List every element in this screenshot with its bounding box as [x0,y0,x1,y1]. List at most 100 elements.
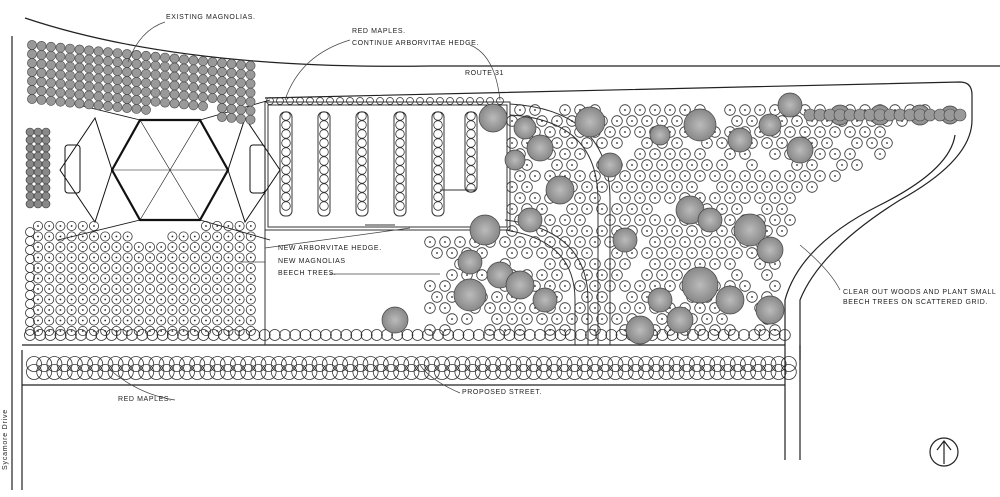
beech-tree [806,181,818,193]
north-arrow-icon [929,437,959,467]
tree-trunk-dot [624,263,626,265]
tree-trunk-dot [789,131,791,133]
hedge-shrub [41,127,51,137]
tree-trunk-dot [481,252,483,254]
arborvitae [433,201,443,211]
beech-tree [656,225,668,237]
beech-tree [589,236,601,248]
red-maple [383,364,399,380]
tree-trunk-dot [526,318,528,320]
beech-tree [446,313,458,325]
tree-trunk-dot [227,246,230,248]
existing-magnolia [160,70,170,81]
red-maple [627,356,644,372]
tree-trunk-dot [126,288,129,290]
beech-tree [746,181,758,193]
existing-magnolia [150,96,161,107]
tree-trunk-dot [826,142,828,144]
existing-magnolia [217,85,227,95]
beech-tree [814,170,826,182]
new-magnolia [234,273,245,284]
tree-trunk-dot [781,230,783,232]
new-magnolia [77,315,88,326]
existing-magnolia [169,71,180,82]
tree-trunk-dot [126,256,129,259]
tree-trunk-dot [249,309,252,311]
red-maple [168,356,185,372]
red-maple [36,364,53,380]
beech-tree [844,126,856,138]
tree-trunk-dot [182,330,185,332]
existing-magnolia [245,69,256,80]
red-maple [36,356,53,372]
beech-tree [536,247,548,259]
tree-trunk-dot [70,298,73,301]
red-maple [77,356,93,372]
beech-tree [716,247,728,259]
red-maple [452,329,465,341]
tree-trunk-dot [556,164,558,166]
tree-trunk-dot [48,288,51,290]
tree-trunk-dot [205,288,207,290]
beech-tree [694,236,706,248]
tree-trunk-dot [556,252,558,254]
beech-tree [649,214,661,226]
beech-tree [536,203,548,215]
new-magnolia [89,241,100,252]
beech-tree [634,126,646,138]
tree-trunk-dot [216,298,219,301]
tree-trunk-dot [729,329,731,331]
arborvitae [433,138,443,148]
beech-tree [499,302,511,314]
beech-tree [634,148,646,160]
hedge-shrub [25,127,35,137]
tree-trunk-dot [451,318,453,320]
beech-tree [641,159,653,171]
arborvitae [281,192,291,202]
existing-magnolia [141,104,151,115]
red-maple [360,329,373,341]
large-existing-tree [777,92,803,118]
existing-magnolia [226,86,237,96]
existing-magnolia [169,98,180,109]
new-magnolia [178,273,189,284]
hedge-shrub [25,199,35,209]
beech-tree [491,313,503,325]
tree-trunk-dot [216,225,219,227]
beech-tree [589,170,601,182]
red-maple [523,329,536,341]
beech-tree [739,170,751,182]
beech-tree [761,181,773,193]
arborvitae [281,165,291,175]
existing-magnolia [122,76,132,86]
beech-tree [611,137,623,149]
tree-trunk-dot [849,131,851,133]
beech-tree [446,247,458,259]
beech-tree [671,269,683,281]
existing-magnolia [131,86,142,96]
red-maple [953,108,967,122]
beech-tree [716,313,728,325]
tree-trunk-dot [721,252,723,254]
existing-magnolia [150,69,161,80]
new-magnolia [156,262,167,273]
tree-trunk-dot [193,267,196,269]
tree-trunk-dot [811,164,813,166]
tree-trunk-dot [205,246,207,248]
new-magnolia [245,220,256,231]
beech-tree [701,313,713,325]
new-magnolia [234,241,245,252]
tree-trunk-dot [511,208,513,210]
existing-magnolia [141,77,151,88]
new-magnolia [156,283,167,294]
tree-trunk-dot [624,285,626,287]
beech-tree [544,324,556,336]
tree-trunk-dot [586,208,588,210]
beech-tree [739,280,751,292]
beech-tree [619,302,631,314]
red-maple [279,329,291,341]
red-maple [330,329,342,341]
beech-tree [754,104,766,116]
arborvitae [433,129,443,139]
beech-tree [671,247,683,259]
